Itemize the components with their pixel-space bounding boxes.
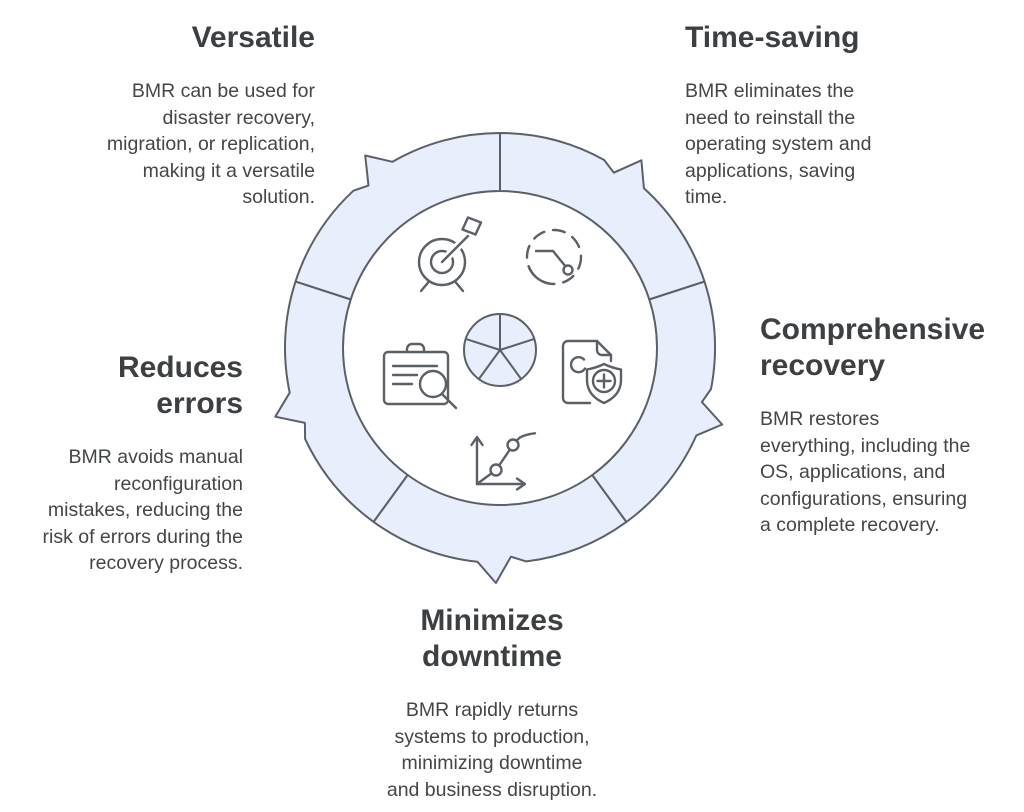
clipboard-search-icon — [382, 342, 458, 410]
pie-chart-icon — [463, 313, 537, 387]
section-comprehensive-recovery: Comprehensive recovery BMR restores ever… — [760, 312, 992, 539]
section-minimizes-downtime: Minimizes downtime BMR rapidly returns s… — [372, 603, 612, 803]
section-versatile-title: Versatile — [191, 21, 315, 54]
growth-chart-icon — [470, 432, 537, 491]
section-time-saving-title: Time-saving — [685, 21, 860, 54]
section-reduces-errors-description: BMR avoids manual reconfiguration mistak… — [42, 446, 244, 574]
section-comprehensive-recovery-title: Comprehensive recovery — [760, 313, 986, 382]
section-time-saving-description: BMR eliminates the need to reinstall the… — [685, 80, 872, 208]
ring-segment-comprehensive-recovery — [591, 280, 724, 523]
section-versatile: Versatile BMR can be used for disaster r… — [95, 20, 315, 211]
stopwatch-icon — [525, 228, 583, 286]
ring-segment-minimizes-downtime — [372, 474, 628, 584]
section-minimizes-downtime-description: BMR rapidly returns systems to productio… — [386, 699, 598, 801]
section-comprehensive-recovery-description: BMR restores everything, including the O… — [760, 408, 971, 536]
section-minimizes-downtime-title: Minimizes downtime — [420, 604, 564, 673]
ring-segment-versatile — [294, 132, 501, 301]
ring-segment-time-saving — [499, 132, 706, 301]
section-time-saving: Time-saving BMR eliminates the need to r… — [685, 20, 890, 211]
target-dart-icon — [417, 216, 483, 293]
ring-segment-reduces-errors — [274, 280, 409, 523]
section-reduces-errors: Reduces errors BMR avoids manual reconfi… — [23, 350, 244, 577]
cycle-ring — [274, 132, 724, 584]
section-versatile-description: BMR can be used for disaster recovery, m… — [106, 80, 315, 208]
document-shield-plus-icon — [561, 339, 623, 405]
section-reduces-errors-title: Reduces errors — [117, 351, 243, 420]
